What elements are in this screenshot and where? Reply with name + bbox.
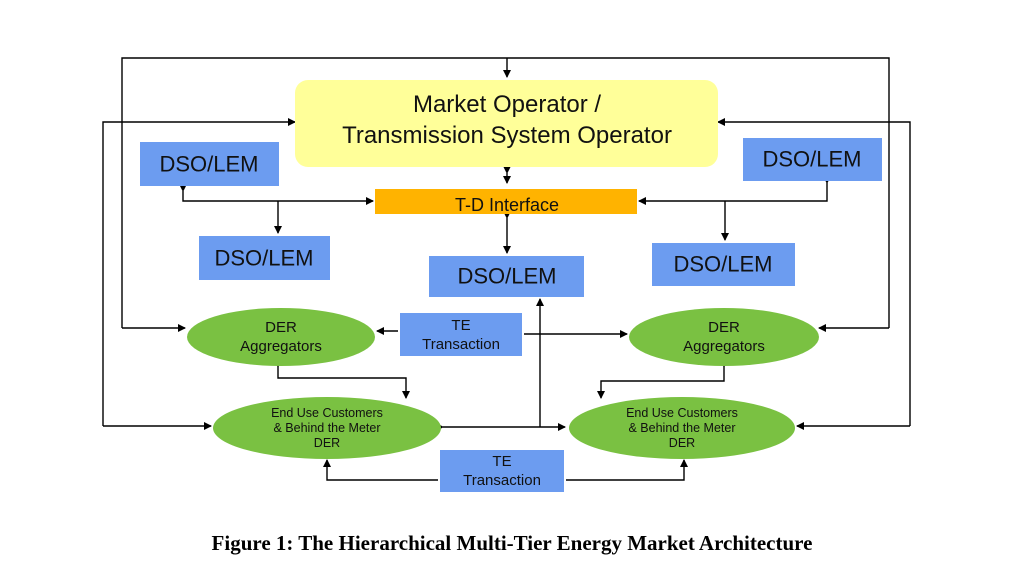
market-operator-box	[295, 80, 718, 167]
node-label-line: Transmission System Operator	[342, 122, 672, 149]
dso-mid-left-label: DSO/LEM	[214, 246, 313, 271]
node-label-line: DSO/LEM	[159, 152, 258, 177]
dso-top-left-label: DSO/LEM	[159, 152, 258, 177]
dso-center-label: DSO/LEM	[457, 264, 556, 289]
td-interface-label: T-D Interface	[455, 195, 559, 215]
te-lower-right-connector	[566, 459, 688, 481]
node-label-line: End Use Customers	[271, 406, 383, 420]
node-label-line: Transaction	[463, 472, 541, 489]
agg-enduse-right-connector	[597, 360, 728, 399]
node-label-line: DER	[669, 436, 695, 450]
dso-top-right-box	[743, 138, 882, 181]
end-use-left-ellipse	[213, 397, 441, 459]
node-label-line: DER	[314, 436, 340, 450]
node-label-line: DER	[708, 319, 740, 336]
node-label-line: DSO/LEM	[762, 147, 861, 172]
node-label-line: DSO/LEM	[214, 246, 313, 271]
dso-mid-right-label: DSO/LEM	[673, 252, 772, 277]
node-label-line: End Use Customers	[626, 406, 738, 420]
te-transaction-upper-label: TE Transaction	[422, 317, 500, 353]
te-lower-left-connector	[323, 459, 438, 481]
dso-top-left-box	[140, 142, 279, 186]
outer-loop-connector	[121, 57, 890, 328]
connectors	[102, 57, 911, 481]
node-label-line: DSO/LEM	[673, 252, 772, 277]
dso-mid-left-box	[199, 236, 330, 280]
node-label-line: & Behind the Meter	[628, 421, 735, 435]
node-label-line: TE	[492, 453, 511, 470]
der-aggregators-left-label: DER Aggregators	[240, 319, 322, 355]
node-label-line: Aggregators	[240, 338, 322, 355]
node-label-line: TE	[451, 317, 470, 334]
end-use-right-ellipse	[569, 397, 795, 459]
market-operator-label: Market Operator / Transmission System Ope…	[342, 91, 672, 149]
agg-enduse-left-connector	[274, 360, 410, 399]
figure-caption: Figure 1: The Hierarchical Multi-Tier En…	[211, 531, 813, 555]
der-aggregators-left-ellipse	[187, 308, 375, 366]
td-interface-box	[375, 189, 637, 214]
node-label-line: & Behind the Meter	[273, 421, 380, 435]
te-transaction-lower-label: TE Transaction	[463, 453, 541, 489]
td-left-branch-connector	[179, 184, 374, 205]
der-aggregators-right-label: DER Aggregators	[683, 319, 765, 355]
te-transaction-lower-box	[440, 450, 564, 492]
left-inner-loop-connector	[102, 118, 296, 426]
dso-mid-right-box	[652, 243, 795, 286]
node-label-line: T-D Interface	[455, 195, 559, 215]
right-inner-loop-connector	[717, 118, 911, 426]
td-right-branch-connector	[638, 176, 831, 205]
node-label-line: Aggregators	[683, 338, 765, 355]
node-label-line: Transaction	[422, 336, 500, 353]
dso-center-box	[429, 256, 584, 297]
node-label-line: DSO/LEM	[457, 264, 556, 289]
dso-top-right-label: DSO/LEM	[762, 147, 861, 172]
node-label-line: Market Operator /	[413, 91, 601, 118]
node-label-line: DER	[265, 319, 297, 336]
der-aggregators-right-ellipse	[629, 308, 819, 366]
te-transaction-upper-box	[400, 313, 522, 356]
